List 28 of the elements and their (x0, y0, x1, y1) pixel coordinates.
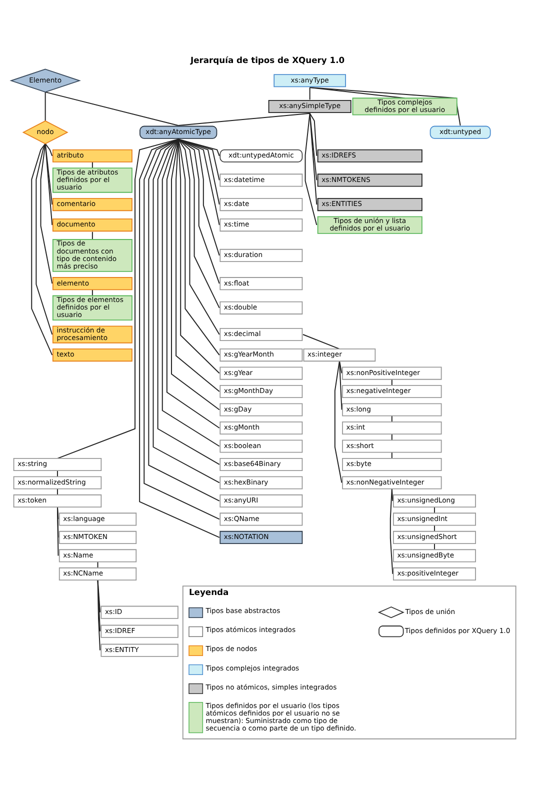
connector (178, 138, 220, 205)
connector (92, 230, 93, 240)
connector (338, 360, 342, 374)
connector (44, 142, 53, 205)
connector (44, 91, 179, 126)
connector (97, 560, 98, 568)
connector (334, 360, 342, 483)
connector (36, 142, 53, 334)
connector (178, 138, 220, 226)
connector (390, 488, 394, 574)
connector (44, 91, 46, 121)
connector (309, 112, 318, 205)
connector (40, 142, 53, 284)
connector (31, 142, 53, 356)
connector (178, 138, 220, 180)
connector (338, 360, 342, 410)
connector (92, 288, 93, 296)
connector (309, 86, 310, 100)
connector (56, 506, 59, 556)
connector (44, 142, 53, 226)
connector (304, 112, 318, 226)
connector (97, 579, 101, 650)
diagram-title: Jerarquía de tipos de XQuery 1.0 (190, 54, 345, 65)
connector (309, 112, 318, 156)
connector (309, 112, 318, 180)
connector (44, 142, 53, 156)
connector (178, 138, 220, 256)
connector (309, 86, 461, 126)
